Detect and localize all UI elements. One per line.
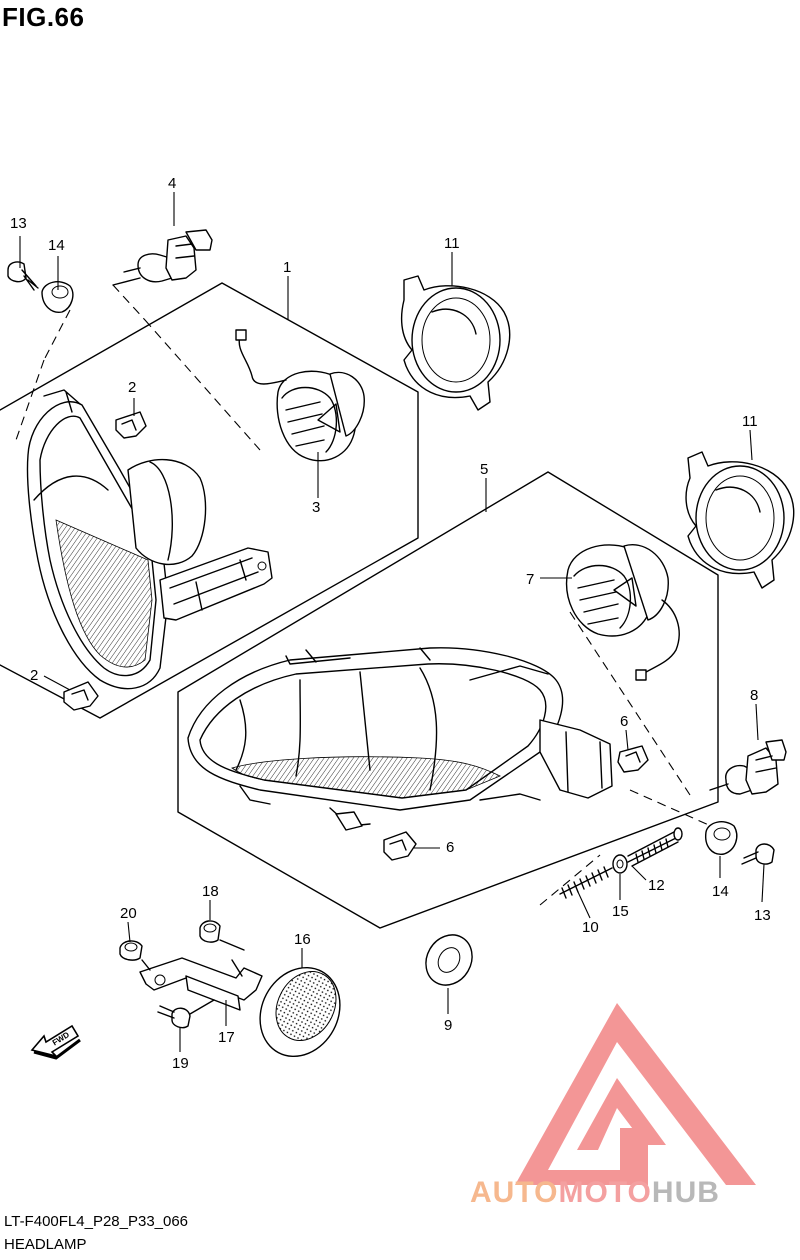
socket-3[interactable] (235, 329, 365, 462)
callout-1: 1 (283, 259, 291, 276)
callout-11-lower: 11 (742, 413, 758, 430)
callout-14-upper: 14 (48, 237, 65, 254)
figure-code: LT-F400FL4_P28_P33_066 (4, 1213, 189, 1230)
bracket-17[interactable] (139, 957, 263, 1011)
figure-name: HEADLAMP (4, 1236, 87, 1253)
automotohub-watermark: AUTOMOTOHUB (470, 1176, 720, 1210)
bulb-4[interactable] (123, 229, 213, 283)
callout-16: 16 (294, 931, 311, 948)
grommet-14-right[interactable] (705, 821, 738, 855)
left-reflector-back (127, 459, 207, 566)
callout-13-upper: 13 (10, 215, 27, 232)
callout-7: 7 (526, 571, 534, 588)
screw-19[interactable] (157, 1005, 191, 1029)
reflector-16[interactable] (245, 954, 355, 1071)
callout-14-right: 14 (712, 883, 729, 900)
retaining-ring-11-upper[interactable] (400, 275, 511, 411)
callout-4: 4 (168, 175, 176, 192)
callout-numbers: 4 13 14 1 11 2 3 2 5 11 7 6 8 6 12 15 10… (10, 175, 771, 1072)
left-mount-bracket (159, 547, 273, 621)
callout-2-upper: 2 (128, 379, 136, 396)
screw-13-right[interactable] (741, 843, 775, 865)
callout-18: 18 (202, 883, 219, 900)
automotohub-logo-icon (515, 1003, 756, 1185)
washer-15[interactable] (612, 854, 628, 874)
retaining-ring-11-lower[interactable] (685, 451, 795, 589)
brand-hub: HUB (651, 1176, 720, 1209)
left-headlamp-assembly (0, 229, 419, 719)
callout-6-lower: 6 (446, 839, 454, 856)
clip-2-lower[interactable] (63, 681, 99, 711)
callout-17: 17 (218, 1029, 235, 1046)
callout-leaders (19, 192, 765, 1052)
socket-7[interactable] (566, 544, 680, 681)
clip-6-lower[interactable] (383, 831, 417, 861)
right-headlamp-assembly (177, 471, 787, 929)
brand-moto: MOTO (558, 1176, 652, 1209)
adjuster-screw-12[interactable] (627, 827, 683, 867)
callout-20: 20 (120, 905, 137, 922)
callout-13-right: 13 (754, 907, 771, 924)
grommet-14-upper[interactable] (41, 281, 74, 313)
seal-9[interactable] (417, 926, 481, 993)
brand-auto: AUTO (470, 1176, 559, 1209)
callout-9: 9 (444, 1017, 452, 1034)
fwd-arrow-icon: FWD (30, 1024, 81, 1060)
figure-title: FIG.66 (2, 2, 85, 32)
callout-5: 5 (480, 461, 488, 478)
callout-6-upper: 6 (620, 713, 628, 730)
screw-13-upper[interactable] (7, 261, 39, 291)
spring-10[interactable] (559, 866, 613, 899)
callout-8: 8 (750, 687, 758, 704)
grommet-20[interactable] (119, 940, 143, 961)
right-assembly-outline (177, 471, 719, 929)
callout-11-upper: 11 (444, 235, 460, 252)
left-assembly-outline (0, 282, 419, 719)
callout-3: 3 (312, 499, 320, 516)
nut-18[interactable] (199, 920, 221, 943)
clip-6-upper[interactable] (617, 745, 649, 773)
callout-19: 19 (172, 1055, 189, 1072)
callout-2-lower: 2 (30, 667, 38, 684)
right-dash-lines (539, 611, 721, 906)
clip-2-upper[interactable] (115, 411, 147, 439)
bulb-8[interactable] (709, 739, 787, 795)
callout-15: 15 (612, 903, 629, 920)
callout-12: 12 (648, 877, 665, 894)
callout-10: 10 (582, 919, 599, 936)
